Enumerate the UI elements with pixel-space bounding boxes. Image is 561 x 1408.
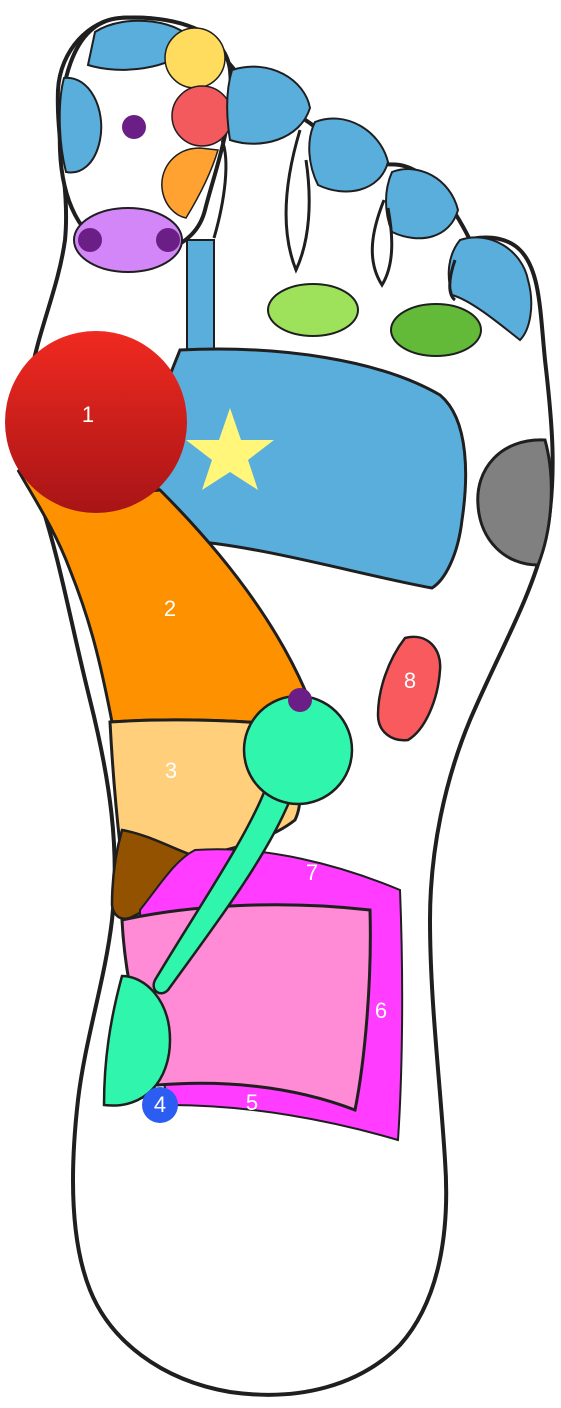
big-toe-center-dot	[122, 115, 146, 139]
zone-1	[5, 331, 187, 513]
teal-circle-upper	[244, 696, 352, 804]
zone-7-label: 7	[306, 860, 318, 885]
neck-strip-zone	[187, 240, 214, 350]
zone-5-label: 5	[246, 1090, 258, 1115]
big-toe-red-zone	[172, 86, 232, 146]
teal-upper-dot	[288, 688, 312, 712]
toe-4-tip-zone	[386, 169, 458, 238]
zone-6-label: 6	[375, 998, 387, 1023]
zone-4-label: 4	[154, 1092, 166, 1117]
zone-2-label: 2	[164, 596, 176, 621]
big-toe-yellow-zone	[165, 28, 225, 88]
big-toe-base-dot-right	[156, 228, 180, 252]
green-zone-right	[391, 304, 481, 356]
green-zone-left	[268, 284, 358, 336]
zone-8-label: 8	[404, 668, 416, 693]
zone-3-label: 3	[165, 758, 177, 783]
big-toe-base-dot-left	[78, 228, 102, 252]
toe-3-tip-zone	[309, 118, 388, 191]
zone-1-label: 1	[82, 402, 94, 427]
